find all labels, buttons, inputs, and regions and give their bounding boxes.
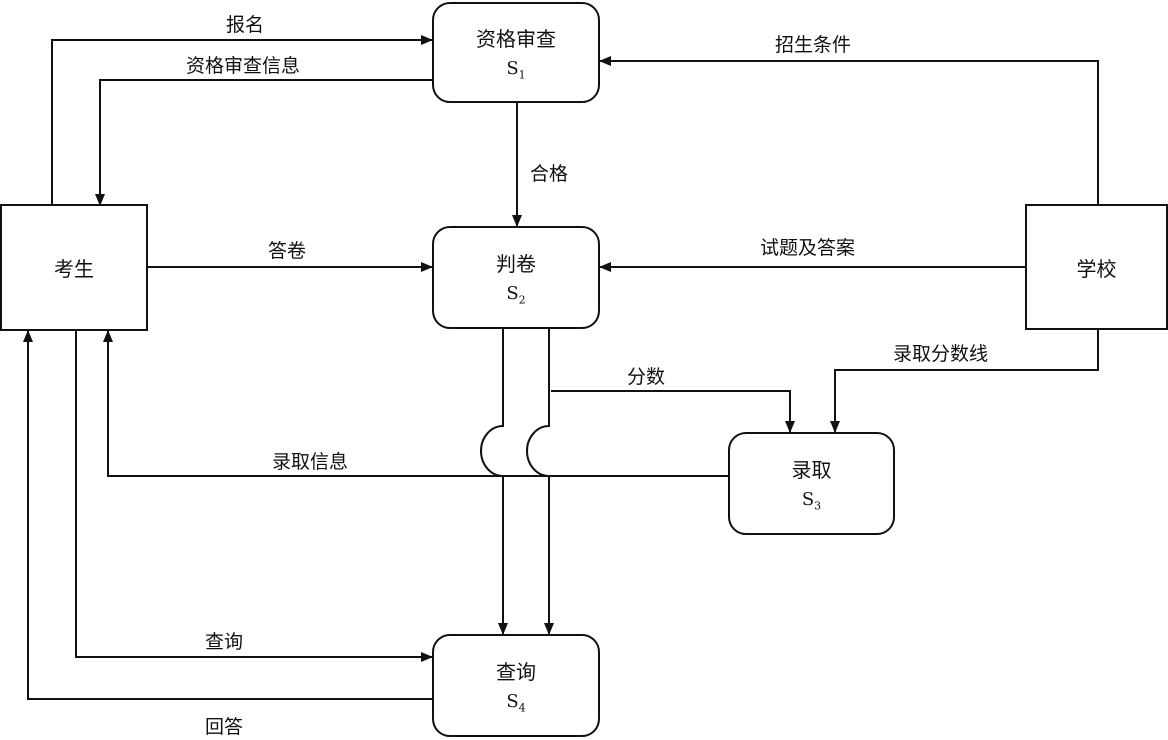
process-s3-name: 录取 bbox=[791, 458, 832, 483]
label-reply: 回答 bbox=[205, 716, 244, 738]
process-s2-id: S2 bbox=[506, 283, 526, 307]
process-s4: 查询 S4 bbox=[432, 634, 600, 737]
label-register: 报名 bbox=[226, 14, 265, 36]
label-qualification-info: 资格审查信息 bbox=[186, 55, 301, 77]
process-s1-id: S1 bbox=[506, 58, 526, 82]
entity-student: 考生 bbox=[0, 204, 148, 331]
label-cutoff-line: 录取分数线 bbox=[893, 343, 989, 365]
label-qualified: 合格 bbox=[530, 163, 569, 185]
process-s3-id: S3 bbox=[801, 489, 822, 513]
flow-score bbox=[551, 390, 795, 433]
label-admission-info: 录取信息 bbox=[272, 451, 349, 473]
flow-admission-conditions bbox=[599, 56, 1099, 205]
flow-register bbox=[51, 35, 433, 205]
flow-reply bbox=[23, 330, 432, 700]
label-exam-and-answers: 试题及答案 bbox=[760, 237, 856, 259]
flow-qualification-info bbox=[95, 79, 432, 206]
label-answer-sheet: 答卷 bbox=[268, 240, 307, 262]
label-admission-conditions: 招生条件 bbox=[775, 34, 852, 56]
flow-cutoff-line bbox=[830, 330, 1099, 433]
process-s1-name: 资格审查 bbox=[476, 27, 556, 52]
flow-query bbox=[75, 330, 433, 662]
flow-admission-info bbox=[103, 330, 728, 477]
flow-s2-s4-right bbox=[526, 329, 554, 635]
process-s4-id: S4 bbox=[506, 691, 526, 715]
process-s2-name: 判卷 bbox=[496, 252, 536, 277]
entity-school-label: 学校 bbox=[1076, 256, 1117, 281]
process-s3: 录取 S3 bbox=[728, 432, 895, 535]
process-s1: 资格审查 S1 bbox=[432, 2, 600, 103]
flow-s2-s4-left bbox=[480, 329, 508, 635]
label-query: 查询 bbox=[205, 631, 244, 653]
label-score: 分数 bbox=[627, 366, 666, 388]
entity-school: 学校 bbox=[1025, 204, 1168, 330]
entity-student-label: 考生 bbox=[54, 257, 94, 281]
process-s2: 判卷 S2 bbox=[432, 226, 600, 329]
process-s4-name: 查询 bbox=[496, 660, 536, 685]
